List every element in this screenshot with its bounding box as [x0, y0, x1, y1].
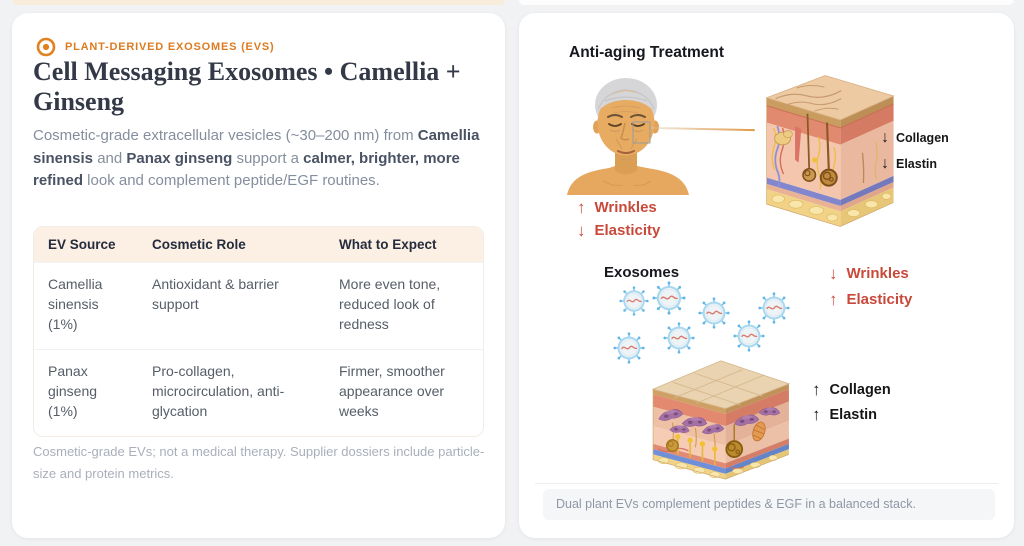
label-text: Wrinkles	[846, 265, 909, 282]
treated-wrinkles-label: ↓ Wrinkles	[829, 265, 909, 282]
label-text: Wrinkles	[594, 199, 657, 216]
ev-table: EV Source Cosmetic Role What to Expect C…	[33, 226, 484, 437]
aged-collagen-label: ↓ Collagen	[881, 130, 949, 146]
magnified-region-marker	[632, 121, 651, 144]
previous-card-edge-right	[519, 0, 1014, 5]
up-arrow-icon: ↑	[812, 380, 821, 399]
table-header-row: EV Source Cosmetic Role What to Expect	[34, 227, 483, 262]
desc-segment-bold: Panax ginseng	[126, 149, 233, 167]
aged-skin-cube-illustration	[765, 75, 895, 227]
exosome-particle-icon	[612, 331, 646, 365]
badge-label: PLANT-DERIVED EXOSOMES (EVS)	[65, 41, 275, 53]
previous-card-edge-left	[12, 0, 505, 5]
up-arrow-icon: ↑	[577, 198, 586, 217]
desc-segment-bold: Camellia sinensis	[33, 127, 480, 167]
aged-elastin-label: ↓ Elastin	[881, 156, 937, 172]
caption-divider	[535, 483, 998, 484]
disclaimer-footnote: Cosmetic-grade EVs; not a medical therap…	[33, 444, 485, 481]
label-text: Elasticity	[594, 222, 661, 239]
label-text: Elastin	[896, 157, 937, 171]
label-text: Elastin	[829, 406, 878, 423]
down-arrow-icon: ↓	[577, 221, 586, 240]
cell-role: Antioxidant & barrier support	[138, 262, 325, 349]
exosomes-info-card: PLANT-DERIVED EXOSOMES (EVS) Cell Messag…	[12, 13, 505, 538]
exosome-particle-icon	[662, 321, 696, 355]
treated-elasticity-label: ↑ Elasticity	[829, 291, 912, 308]
col-header-cosmetic-role: Cosmetic Role	[138, 227, 325, 262]
plant-derived-badge: PLANT-DERIVED EXOSOMES (EVS)	[36, 37, 274, 57]
rejuvenated-skin-cube-illustration	[651, 360, 791, 480]
desc-segment: look and complement peptide/EGF routines…	[83, 172, 380, 189]
up-arrow-icon: ↑	[829, 290, 838, 309]
desc-segment-bold: calmer, brighter, more refined	[33, 149, 460, 190]
treated-collagen-label: ↑ Collagen	[812, 381, 891, 398]
table-row: Camellia sinensis (1%) Antioxidant & bar…	[34, 262, 483, 349]
cell-source: Panax ginseng (1%)	[34, 349, 138, 436]
card-title: Cell Messaging Exosomes • Camellia + Gin…	[33, 57, 461, 116]
col-header-ev-source: EV Source	[34, 227, 138, 262]
cell-source: Camellia sinensis (1%)	[34, 262, 138, 349]
diagram-heading: Anti-aging Treatment	[569, 44, 725, 61]
label-text: Elasticity	[846, 291, 913, 308]
bullseye-icon	[36, 37, 56, 57]
cell-role: Pro-collagen, microcirculation, anti-gly…	[138, 349, 325, 436]
label-text: Collagen	[829, 381, 891, 398]
aged-elasticity-label: ↓ Elasticity	[577, 222, 660, 239]
exosomes-heading: Exosomes	[604, 264, 680, 281]
col-header-what-to-expect: What to Expect	[325, 227, 483, 262]
down-arrow-icon: ↓	[829, 264, 838, 283]
elderly-face-illustration	[567, 78, 689, 195]
cell-expect: More even tone, reduced look of redness	[325, 262, 483, 349]
card-description: Cosmetic-grade extracellular vesicles (~…	[33, 125, 485, 193]
up-arrow-icon: ↑	[812, 405, 821, 424]
diagram-caption: Dual plant EVs complement peptides & EGF…	[543, 489, 995, 520]
table-row: Panax ginseng (1%) Pro-collagen, microci…	[34, 349, 483, 436]
exosome-particle-icon	[732, 319, 766, 353]
label-text: Collagen	[896, 131, 949, 145]
desc-segment: and	[93, 149, 127, 167]
down-arrow-icon: ↓	[881, 155, 889, 172]
aged-wrinkles-label: ↑ Wrinkles	[577, 199, 657, 216]
treated-elastin-label: ↑ Elastin	[812, 406, 877, 423]
exosome-particle-icon	[651, 280, 687, 316]
down-arrow-icon: ↓	[881, 129, 889, 146]
desc-segment: support a	[232, 149, 304, 167]
cell-expect: Firmer, smoother appearance over weeks	[325, 349, 483, 436]
exosome-particle-icon	[697, 296, 731, 330]
desc-segment: Cosmetic-grade extracellular vesicles (~…	[33, 127, 418, 144]
exosome-particle-icon	[757, 291, 791, 325]
anti-aging-diagram-card: Anti-aging Treatment ↑ Wrinkles ↓ Elasti…	[519, 13, 1014, 538]
exosome-particle-icon	[618, 285, 650, 317]
